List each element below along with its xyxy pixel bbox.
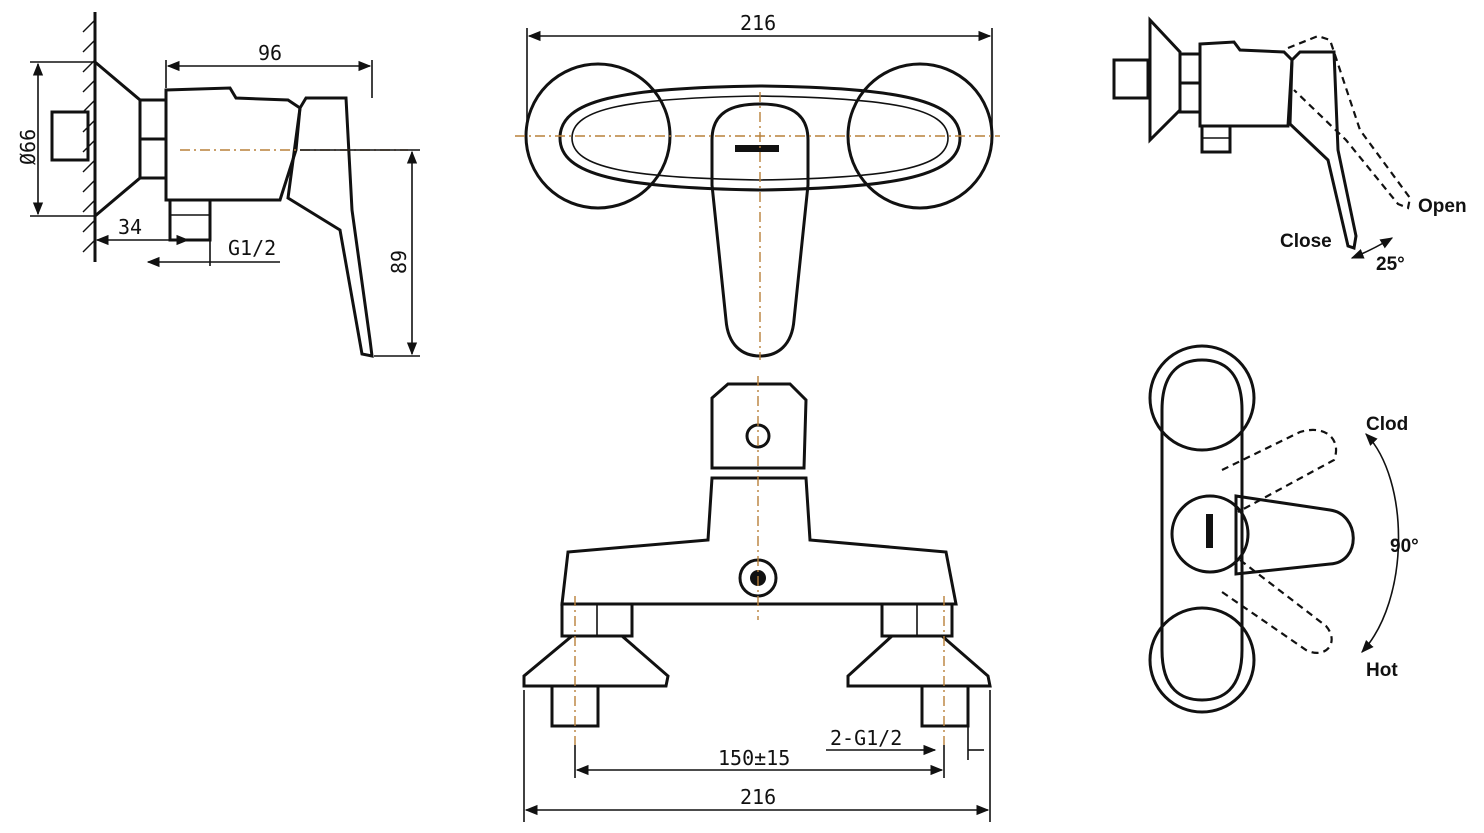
dim-thread-text: G1/2: [228, 236, 276, 260]
angle-90-text: 90°: [1390, 536, 1419, 557]
dim-length-text: 96: [258, 41, 282, 65]
label-close: Close: [1280, 231, 1332, 252]
handle-rotation-view: Clod Hot 90°: [1148, 344, 1419, 714]
handle-angle-view: Open Close 25°: [1112, 16, 1467, 275]
label-cold: Clod: [1366, 414, 1408, 435]
handle-indicator-mark: [735, 145, 779, 152]
wall-hatching: [82, 19, 96, 253]
dim-diameter-text: Ø66: [16, 129, 40, 165]
angle-25-text: 25°: [1376, 254, 1405, 275]
dim-inlet-thread-text: 2-G1/2: [830, 726, 902, 750]
dim-top-width-text: 216: [740, 11, 776, 35]
side-view: 96 Ø66 34 G1/2 89: [16, 12, 420, 358]
hub-indicator-mark: [1206, 514, 1213, 548]
label-hot: Hot: [1366, 660, 1398, 681]
front-view: 216 2-G1/2: [515, 11, 1000, 822]
dim-offset-text: 34: [118, 215, 142, 239]
dim-center-distance-text: 150±15: [718, 746, 790, 770]
label-open: Open: [1418, 196, 1467, 217]
dim-height-text: 89: [387, 250, 411, 274]
dim-bottom-width-text: 216: [740, 785, 776, 809]
